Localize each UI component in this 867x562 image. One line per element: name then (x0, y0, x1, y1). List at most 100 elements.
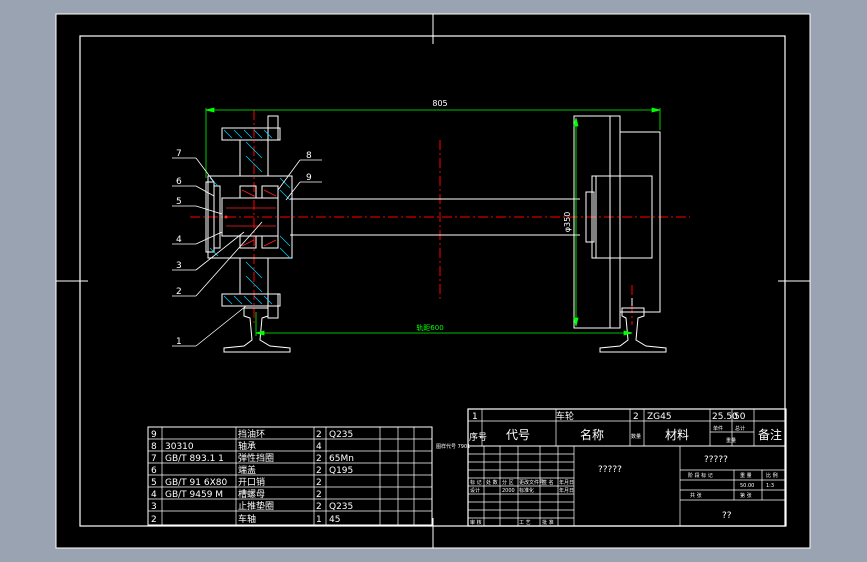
drawing-sheet (56, 14, 810, 548)
balloon-7: 7 (176, 149, 182, 159)
tb-scale-value: 50.00 (740, 483, 754, 489)
tb-sig-header: 处 数 (486, 479, 498, 486)
parts-row-qty: 2 (316, 478, 322, 488)
dim-track-gauge-label: 轨距600 (416, 323, 443, 332)
title-block-text: 1 车轮 2 ZG45 25.50 50 序号 代号 名称 数量 材料 单件 总… (469, 410, 782, 526)
tb-drawing-number: ????? (704, 455, 728, 465)
tb-header-weight: 重量 (726, 437, 736, 444)
balloon-6: 6 (176, 177, 182, 187)
tb-sig-value: 设计 (470, 487, 480, 494)
tb-sig-header: 分 区 (502, 479, 514, 486)
title-block (467, 408, 787, 527)
dim-track-gauge (255, 312, 633, 336)
parts-row-qty: 4 (316, 442, 322, 452)
tb-row1-weight2: 50 (734, 412, 746, 422)
parts-row-code: GB/T 9459 M (165, 490, 223, 500)
tb-sig-value: 标准化 (519, 487, 534, 494)
axle-shaft (290, 198, 580, 236)
parts-row-qty: 1 (316, 515, 322, 525)
balloon-1: 1 (176, 337, 182, 347)
balloon-2: 2 (176, 287, 182, 297)
parts-row-material: Q235 (329, 430, 353, 440)
parts-row-no: 3 (151, 502, 157, 512)
parts-row-no: 5 (151, 478, 157, 488)
centering-marks (56, 14, 810, 548)
tb-sheet-page: 第 张 (740, 492, 752, 499)
right-rail (599, 307, 667, 353)
parts-row-name: 挡油环 (238, 428, 265, 440)
parts-row-no: 9 (151, 430, 157, 440)
parts-row-material: Q235 (329, 502, 353, 512)
parts-row-no: 2 (151, 515, 157, 525)
tb-header-material: 材料 (665, 428, 689, 442)
tb-header-no: 序号 (469, 431, 487, 443)
tb-row1-qty: 2 (633, 412, 639, 422)
parts-row-qty: 2 (316, 490, 322, 500)
tb-sig-value: 年月日 (559, 487, 574, 494)
parts-row-material: 65Mn (329, 454, 354, 464)
tb-bottom-label: 审 核 (470, 519, 482, 526)
parts-row-no: 7 (151, 454, 157, 464)
parts-row-code: GB/T 91 6X80 (165, 478, 227, 488)
parts-row-name: 端盖 (238, 464, 256, 476)
cotter-pin-mark (224, 215, 228, 219)
parts-row-name: 槽螺母 (238, 488, 265, 500)
parts-row-code: 30310 (165, 442, 194, 452)
tb-sheet-value: 1:3 (766, 483, 774, 489)
balloon-leaders (172, 157, 322, 347)
tb-sig-header: 更改文件号 (519, 479, 544, 486)
parts-row-code: GB/T 893.1 1 (165, 454, 224, 464)
balloon-3: 3 (176, 261, 182, 271)
tb-sig-header: 年月日 (559, 479, 574, 486)
tb-header-total-weight: 总计 (735, 425, 745, 432)
balloon-5: 5 (176, 197, 182, 207)
right-wheel (573, 115, 661, 329)
balloon-9: 9 (306, 173, 312, 183)
parts-row-no: 6 (151, 466, 157, 476)
tb-stage-label: 阶 段 标 记 (688, 472, 713, 479)
dim-diameter (573, 117, 579, 327)
tb-weight-label: 重 量 (740, 472, 752, 479)
wheel-axle-assembly: 805 轨距600 φ350 7 6 5 (172, 99, 690, 353)
dim-overall-length-label: 805 (432, 99, 447, 108)
tb-sig-value: 2000 (502, 488, 515, 494)
parts-row-name: 车轴 (238, 513, 256, 525)
balloon-8: 8 (306, 151, 312, 161)
parts-list-rows: 9 挡油环 2 Q235 8 30310 轴承 4 7 GB/T 893.1 1… (151, 428, 354, 525)
parts-row-qty: 2 (316, 454, 322, 464)
tb-row1-weight1: 25.50 (712, 412, 738, 422)
parts-list (147, 426, 433, 526)
tb-header-remark: 备注 (758, 427, 782, 442)
parts-row-qty: 2 (316, 466, 322, 476)
parts-row-qty: 2 (316, 502, 322, 512)
tb-row1-name: 车轮 (556, 410, 574, 422)
parts-row-no: 8 (151, 442, 157, 452)
tb-bottom-label: 工 艺 (519, 520, 531, 526)
left-rail (223, 307, 291, 353)
tb-sig-header: 签 名 (542, 479, 554, 486)
tb-sheet-total: 共 张 (690, 492, 702, 499)
parts-row-name: 开口销 (238, 476, 265, 488)
parts-row-qty: 2 (316, 430, 322, 440)
tb-sig-header: 标 记 (470, 479, 482, 486)
tb-row1-no: 1 (472, 412, 478, 422)
balloon-4: 4 (176, 235, 182, 245)
dim-diameter-label: φ350 (563, 212, 572, 233)
parts-row-name: 弹性挡圈 (238, 452, 274, 464)
tb-bottom-label: 批 准 (542, 519, 554, 526)
tb-header-code: 代号 (506, 428, 530, 442)
parts-row-name: 止推垫圈 (238, 500, 274, 512)
parts-row-material: Q195 (329, 466, 353, 476)
tb-scale-label: 比 例 (766, 472, 778, 479)
tb-header-qty: 数量 (631, 433, 641, 440)
tb-drawing-title: ????? (598, 465, 622, 475)
tb-row1-material: ZG45 (647, 412, 672, 422)
tb-header-name: 名称 (580, 427, 604, 442)
parts-row-name: 轴承 (238, 440, 256, 452)
tb-company: ?? (722, 511, 732, 521)
parts-row-no: 4 (151, 490, 157, 500)
dim-overall-length (205, 107, 661, 178)
parts-list-side-note: 图样代号 7901 (436, 443, 470, 450)
bearing-rollers (226, 189, 277, 247)
